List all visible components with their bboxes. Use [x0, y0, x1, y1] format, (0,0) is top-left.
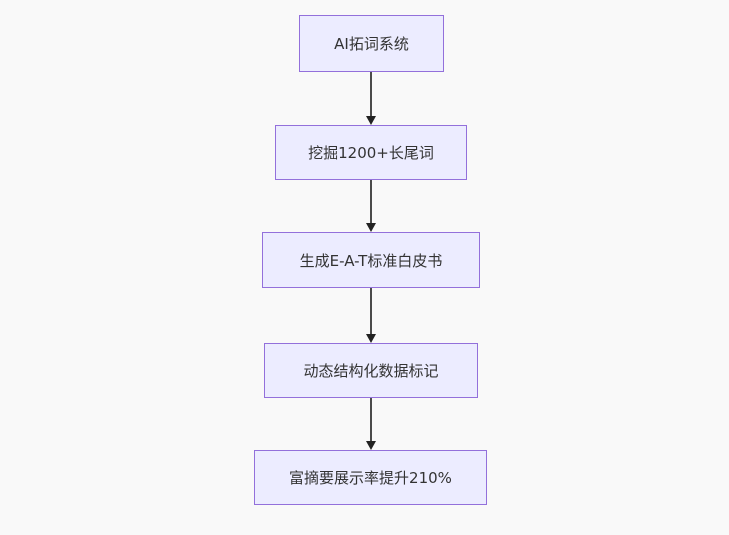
flowchart-node-mine-longtail-keywords: 挖掘1200+长尾词 — [275, 125, 467, 180]
flowchart-node-dynamic-structured-data-markup: 动态结构化数据标记 — [264, 343, 478, 398]
flowchart-node-generate-eat-whitepaper: 生成E-A-T标准白皮书 — [262, 232, 480, 288]
edge-line — [370, 180, 372, 223]
arrowhead-down-icon — [366, 116, 376, 125]
edge-arrow-2 — [365, 180, 377, 232]
edge-line — [370, 72, 372, 116]
arrowhead-down-icon — [366, 223, 376, 232]
edge-line — [370, 398, 372, 441]
flowchart-node-rich-snippet-rate-increase: 富摘要展示率提升210% — [254, 450, 487, 505]
node-label: 挖掘1200+长尾词 — [308, 144, 434, 162]
edge-arrow-3 — [365, 288, 377, 343]
edge-line — [370, 288, 372, 334]
arrowhead-down-icon — [366, 334, 376, 343]
node-label: AI拓词系统 — [334, 35, 409, 53]
node-label: 富摘要展示率提升210% — [289, 469, 452, 487]
edge-arrow-1 — [365, 72, 377, 125]
arrowhead-down-icon — [366, 441, 376, 450]
flowchart-node-ai-word-expansion-system: AI拓词系统 — [299, 15, 444, 72]
edge-arrow-4 — [365, 398, 377, 450]
node-label: 生成E-A-T标准白皮书 — [299, 251, 443, 270]
node-label: 动态结构化数据标记 — [303, 362, 439, 380]
